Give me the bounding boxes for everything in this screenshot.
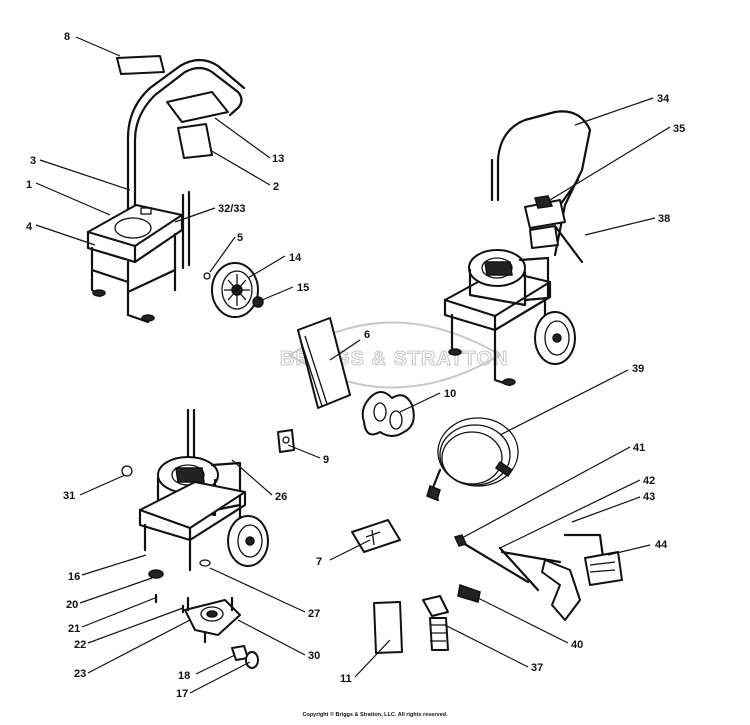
- callout-38: 38: [658, 213, 670, 225]
- callout-35: 35: [673, 123, 685, 135]
- callout-37: 37: [531, 662, 543, 674]
- engine: [468, 249, 550, 307]
- decal-label: [116, 55, 165, 75]
- callout-20: 20: [66, 599, 78, 611]
- callout-2: 2: [273, 181, 279, 193]
- spray-wand-gun: [453, 533, 623, 621]
- callout-44: 44: [655, 539, 668, 551]
- callout-30: 30: [308, 650, 320, 662]
- callout-numbers: 8 13 2 3 1 32/33 4 5 14 15 34 35 38 6 10…: [26, 31, 685, 700]
- callout-34: 34: [657, 93, 670, 105]
- callout-23: 23: [74, 668, 86, 680]
- callout-42: 42: [643, 475, 655, 487]
- engine-mount-hole: [114, 217, 152, 239]
- callout-32-33: 32/33: [218, 203, 246, 215]
- callout-8: 8: [64, 31, 70, 43]
- control-panel: [166, 91, 229, 123]
- parts-bag: [361, 391, 415, 437]
- callout-3: 3: [30, 155, 36, 167]
- callout-41: 41: [633, 442, 645, 454]
- callout-43: 43: [643, 491, 655, 503]
- callout-21: 21: [68, 623, 80, 635]
- high-pressure-hose: [426, 417, 519, 502]
- callout-40: 40: [571, 639, 583, 651]
- card-11: [373, 601, 403, 654]
- callout-26: 26: [275, 491, 287, 503]
- callout-16: 16: [68, 571, 80, 583]
- frame-assembly: [86, 55, 264, 324]
- pump-base-assembly: [121, 408, 295, 669]
- callout-15: 15: [297, 282, 309, 294]
- callout-10: 10: [444, 388, 456, 400]
- callout-11: 11: [340, 673, 352, 685]
- callout-22: 22: [74, 639, 86, 651]
- callout-27: 27: [308, 608, 320, 620]
- instruction-card: [351, 519, 401, 553]
- callout-9: 9: [323, 454, 329, 466]
- nozzle-detergent: [422, 584, 481, 651]
- callout-leaders: [35, 36, 671, 694]
- callout-7: 7: [316, 556, 322, 568]
- axle-nut: [252, 296, 264, 308]
- callout-39: 39: [632, 363, 644, 375]
- callout-6: 6: [364, 329, 370, 341]
- callout-17: 17: [176, 688, 188, 700]
- panel-bracket: [177, 123, 213, 159]
- wheel: [211, 262, 259, 318]
- copyright-notice: Copyright © Briggs & Stratton, LLC. All …: [302, 712, 448, 718]
- assembled-unit: [443, 110, 592, 387]
- callout-14: 14: [289, 252, 302, 264]
- operators-manual: [297, 317, 351, 409]
- callout-18: 18: [178, 670, 190, 682]
- callout-5: 5: [237, 232, 243, 244]
- callout-4: 4: [26, 221, 33, 233]
- decal-9: [277, 429, 295, 453]
- callout-31: 31: [63, 490, 75, 502]
- pump: [184, 596, 259, 669]
- callout-1: 1: [26, 179, 32, 191]
- cap-31: [121, 465, 133, 477]
- callout-13: 13: [272, 153, 284, 165]
